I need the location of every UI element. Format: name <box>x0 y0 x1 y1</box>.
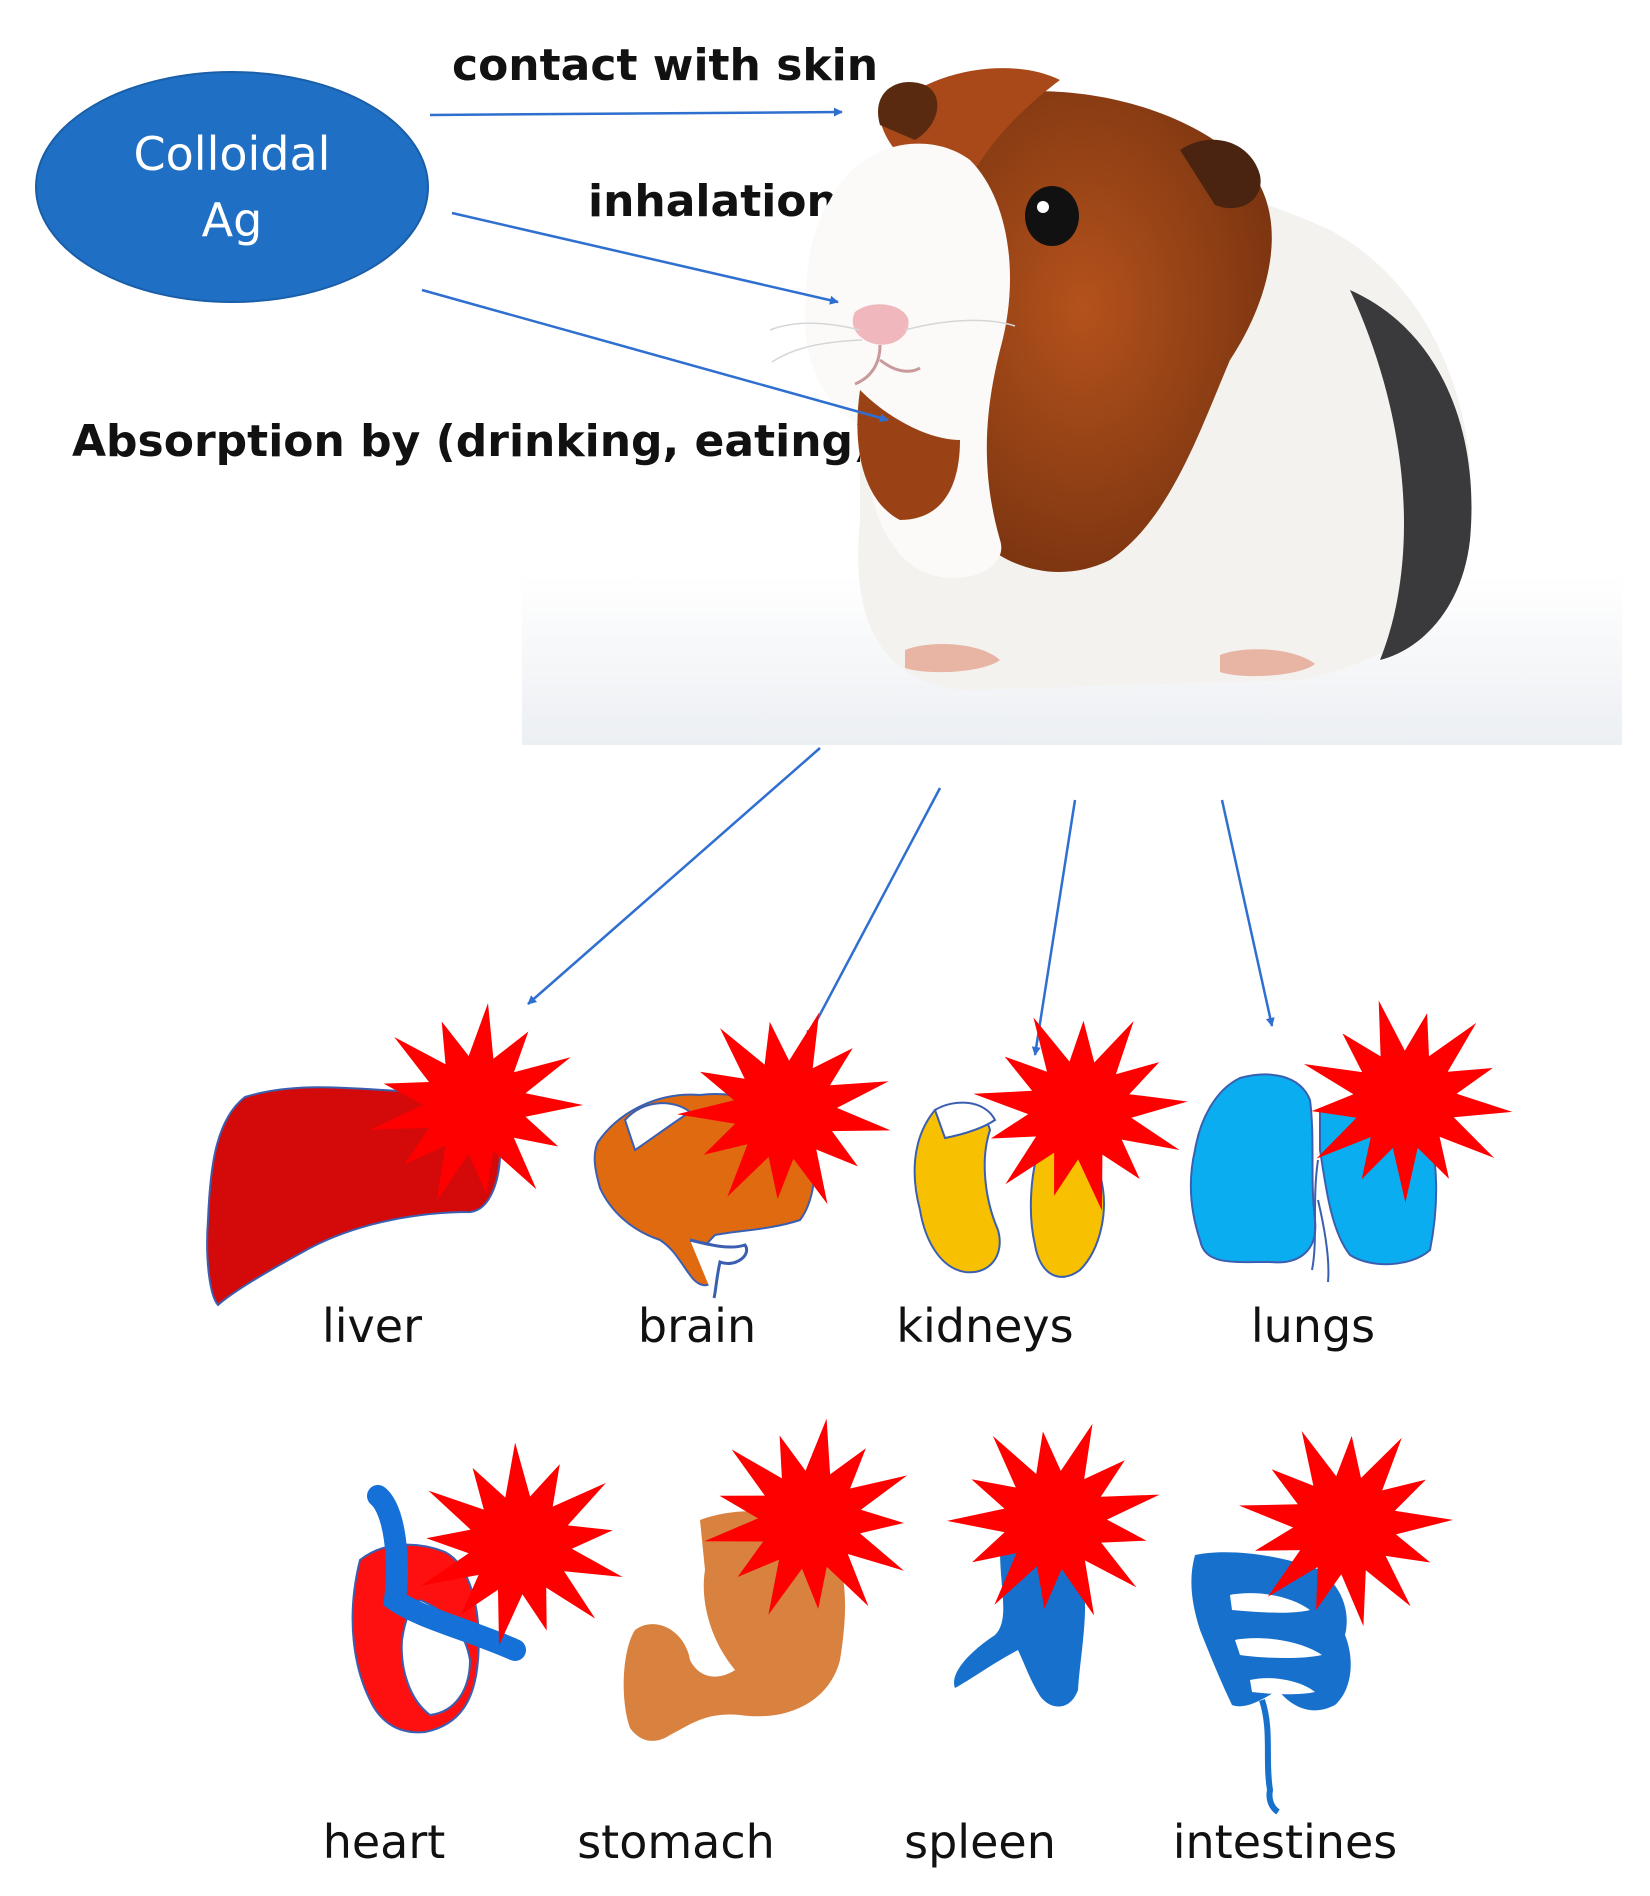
heart-vessel <box>367 1485 526 1661</box>
arrow-inhalation <box>451 211 839 305</box>
guinea-pig-photo <box>522 68 1622 745</box>
burst-intestines <box>1239 1431 1453 1627</box>
guinea-pig-ear-left <box>878 81 938 140</box>
organ-label-stomach: stomach <box>577 1815 775 1869</box>
organ-label-brain: brain <box>638 1299 756 1353</box>
route-label-skin: contact with skin <box>452 40 878 91</box>
guinea-pig-brown-patch <box>928 91 1272 572</box>
burst-spleen <box>947 1423 1160 1616</box>
burst-lungs <box>1303 1000 1513 1203</box>
burst-liver <box>370 1003 583 1201</box>
distribution-arrows <box>527 747 1275 1056</box>
guinea-pig-face <box>805 143 1010 579</box>
guinea-pig-eye <box>1025 186 1079 246</box>
arrow-to-lungs <box>1220 799 1275 1027</box>
organ-label-intestines: intestines <box>1173 1815 1397 1869</box>
route-label-inhalation: inhalation <box>588 176 838 227</box>
organ-label-heart: heart <box>323 1815 446 1869</box>
guinea-pig-cheek <box>857 390 960 520</box>
arrow-skin <box>429 107 843 117</box>
guinea-pig-front-foot <box>905 644 1000 673</box>
brain-stem <box>689 1238 749 1299</box>
kidney-left-notch <box>933 1101 997 1140</box>
lung-left <box>1189 1073 1317 1264</box>
source-label-line2: Ag <box>202 193 263 247</box>
source-label-line1: Colloidal <box>134 127 331 181</box>
guinea-pig-eye-glint <box>1037 201 1049 213</box>
route-arrows <box>421 107 889 423</box>
guinea-pig-rump <box>1350 290 1472 660</box>
organ-label-kidneys: kidneys <box>896 1299 1073 1353</box>
kidney-left <box>913 1105 1001 1274</box>
source-ellipse <box>35 71 429 303</box>
intestines-shape <box>1191 1552 1351 1815</box>
burst-heart <box>420 1442 623 1646</box>
organ-label-spleen: spleen <box>904 1815 1056 1869</box>
arrow-to-kidneys <box>1031 799 1077 1056</box>
burst-kidneys <box>973 1017 1188 1211</box>
burst-stomach <box>704 1418 908 1615</box>
starbursts <box>370 1000 1513 1646</box>
guinea-pig-ear-right <box>1180 139 1261 209</box>
guinea-pig-back-foot <box>1220 649 1315 677</box>
guinea-pig-mouth <box>854 344 921 386</box>
arrow-to-liver <box>527 747 821 1005</box>
lung-bronchi <box>1311 1159 1330 1283</box>
organ-label-liver: liver <box>322 1299 422 1353</box>
arrow-to-brain <box>805 787 942 1040</box>
intestines-gaps <box>1230 1593 1322 1695</box>
route-label-absorption: Absorption by (drinking, eating) <box>72 416 873 467</box>
guinea-pig-nose <box>852 304 909 345</box>
arrow-absorption <box>421 288 889 423</box>
guinea-pig-whiskers <box>769 319 1016 363</box>
colloidal-ag-node: Colloidal Ag <box>35 71 429 303</box>
organ-label-lungs: lungs <box>1251 1299 1375 1353</box>
burst-brain <box>677 1012 891 1205</box>
